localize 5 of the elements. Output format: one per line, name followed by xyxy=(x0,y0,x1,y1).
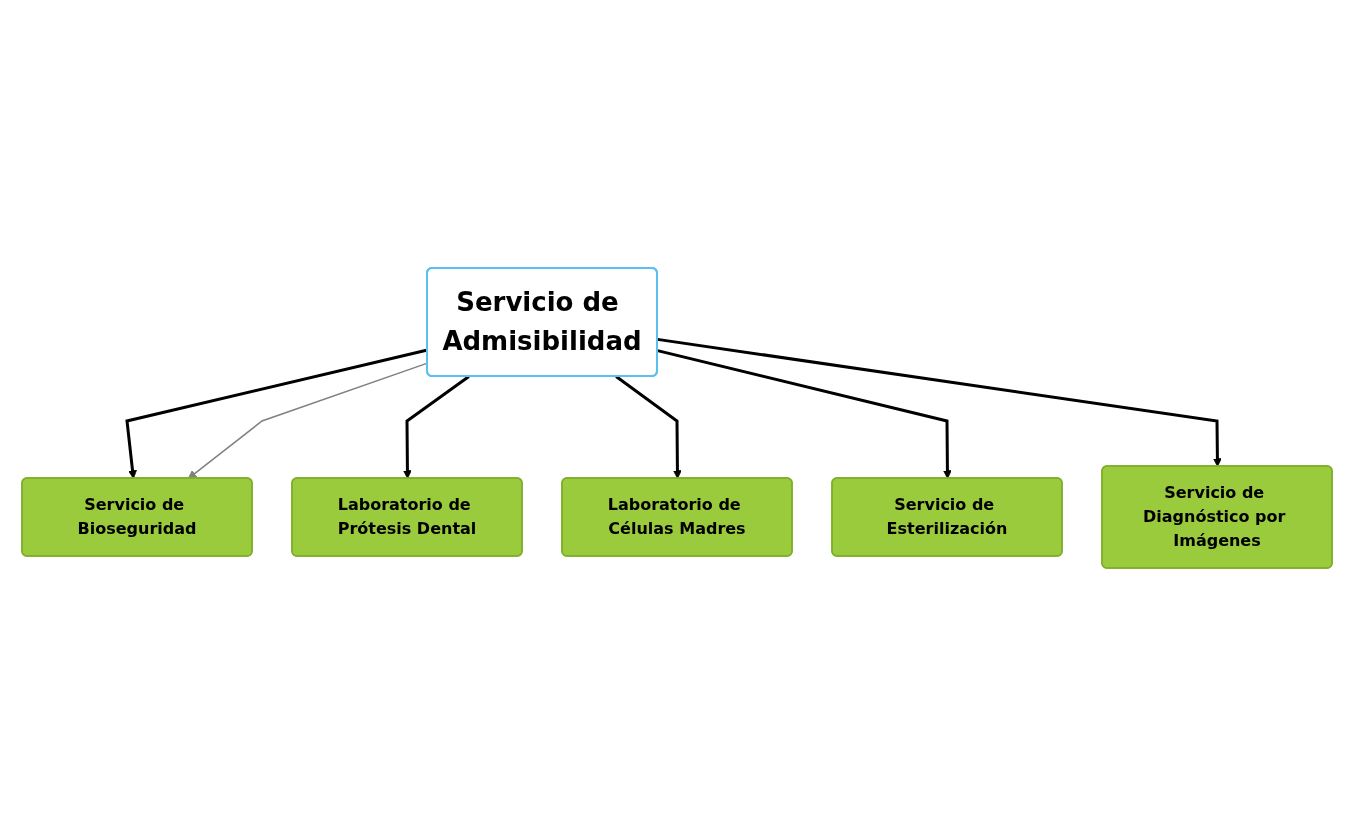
arrow xyxy=(656,337,1222,467)
arrow xyxy=(656,348,952,479)
arrow xyxy=(402,374,470,479)
arrow xyxy=(614,374,682,479)
node-text: Servicio de Admisibilidad xyxy=(441,286,642,356)
